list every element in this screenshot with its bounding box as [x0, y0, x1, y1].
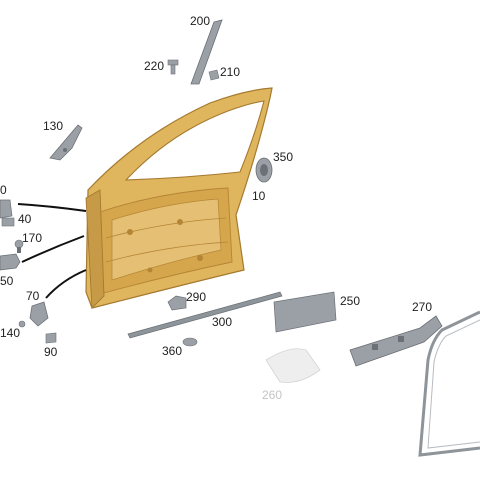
leader-line: [21, 235, 85, 263]
door-shell: [85, 87, 273, 310]
label-270: 270: [412, 300, 432, 314]
part-210-clip: [208, 69, 220, 81]
part-360-cap: [182, 337, 198, 347]
part-170-screw: [14, 239, 24, 253]
part-300-window-strip: [127, 291, 283, 339]
door-inner-recess: [111, 198, 222, 281]
part-270-handle-carrier: [349, 315, 443, 367]
door-window-opening: [124, 100, 265, 181]
part-130-mirror-mount: [49, 124, 83, 161]
part-90-plug: [45, 332, 57, 344]
door-hole: [177, 219, 183, 225]
part-220-clip: [167, 59, 179, 75]
part-290-guide: [167, 295, 187, 311]
part-40-bracket: [1, 217, 15, 227]
label-140: 140: [0, 326, 20, 340]
label-170: 170: [22, 231, 42, 245]
label-350: 350: [273, 150, 293, 164]
label-220: 220: [144, 59, 164, 73]
door-stiffener-line: [105, 217, 227, 239]
part-0-hinge: [0, 199, 13, 219]
part-70-lock-bracket: [29, 301, 49, 327]
label-10: 10: [252, 189, 266, 203]
door-stiffener-line: [105, 241, 229, 263]
part-200-pillar-trim: [190, 19, 223, 85]
label-50: 50: [0, 274, 14, 288]
label-300: 300: [212, 315, 232, 329]
door-seal-loop-inner: [427, 319, 480, 449]
part-260-faint: [265, 348, 321, 383]
door-hinge-edge: [85, 189, 105, 310]
label-210: 210: [220, 65, 240, 79]
door-seal-loop: [418, 310, 480, 457]
part-250-panel: [273, 291, 337, 333]
label-290: 290: [186, 290, 206, 304]
door-hole: [197, 255, 203, 261]
part-50-check-strap: [0, 253, 21, 271]
label-70: 70: [26, 289, 40, 303]
label-360: 360: [162, 344, 182, 358]
part-140-screw: [18, 320, 26, 328]
label-260: 260: [262, 388, 282, 402]
part-350-grommet: [255, 157, 273, 183]
label-200: 200: [190, 14, 210, 28]
leader-line: [17, 203, 87, 212]
door-hole: [147, 267, 153, 273]
label-250: 250: [340, 294, 360, 308]
label-130: 130: [43, 119, 63, 133]
door-hole: [127, 229, 133, 235]
label-40: 40: [18, 212, 32, 226]
part-130-screw: [63, 148, 67, 152]
label-90: 90: [44, 345, 58, 359]
label-0: 0: [0, 183, 7, 197]
leader-line: [45, 269, 87, 299]
